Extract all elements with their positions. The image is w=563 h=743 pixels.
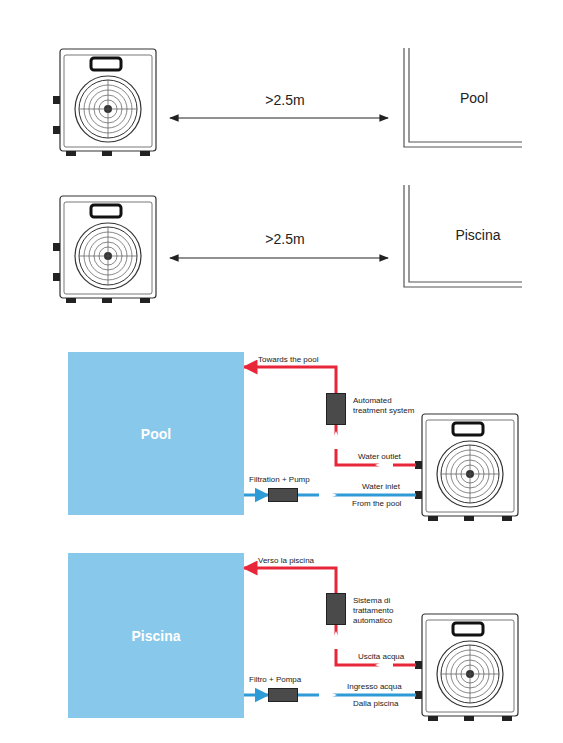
pipe-label: Water outlet bbox=[358, 452, 401, 461]
treatment-box: Sistema di trattamento automatico bbox=[326, 593, 346, 625]
filter-pump-box: Filtration + Pump bbox=[268, 488, 298, 502]
pipe-label: Ingresso acqua bbox=[347, 682, 402, 691]
outlet-pipe bbox=[336, 425, 416, 465]
pipe-connector bbox=[244, 494, 268, 497]
node-text: Sistema di trattamento automatico bbox=[353, 596, 417, 626]
flow-arrow bbox=[320, 494, 328, 497]
pipe-label: Water inlet bbox=[362, 482, 400, 491]
pipe-connector bbox=[244, 568, 336, 593]
pool-label: Pool bbox=[444, 90, 504, 106]
flow-arrow bbox=[320, 694, 328, 697]
inlet-pipe bbox=[298, 494, 416, 497]
pool-wall bbox=[404, 48, 522, 147]
node-text: Pool bbox=[141, 426, 171, 442]
pipe-label: Dalla piscina bbox=[353, 699, 398, 708]
pipe-connector bbox=[244, 694, 268, 697]
distance-label: >2.5m bbox=[235, 92, 335, 108]
pipe-label: From the pool bbox=[352, 499, 401, 508]
node-text: Filtro + Pompa bbox=[249, 675, 301, 684]
distance-arrow bbox=[170, 257, 388, 258]
flow-arrow bbox=[384, 464, 392, 467]
inlet-pipe bbox=[298, 694, 416, 697]
edge-label: Verso la piscina bbox=[258, 556, 314, 565]
pipe-label: Uscita acqua bbox=[358, 652, 404, 661]
pool-label: Piscina bbox=[438, 227, 518, 243]
node-text: Filtration + Pump bbox=[249, 475, 310, 484]
node-text: Piscina bbox=[131, 628, 180, 644]
flow-arrow bbox=[335, 440, 338, 448]
filter-pump-box: Filtro + Pompa bbox=[268, 688, 298, 702]
distance-label: >2.5m bbox=[235, 231, 335, 247]
node-text: Automated treatment system bbox=[353, 396, 417, 416]
pool-box: Pool bbox=[68, 352, 244, 515]
distance-arrow bbox=[170, 117, 388, 118]
treatment-box: Automated treatment system bbox=[326, 393, 346, 425]
heat-pump bbox=[53, 49, 156, 156]
heat-pump bbox=[53, 196, 156, 303]
edge-label: Towards the pool bbox=[258, 355, 318, 364]
pool-box: Piscina bbox=[68, 553, 244, 718]
pipe-connector bbox=[244, 367, 336, 393]
flow-arrow bbox=[384, 664, 392, 667]
outlet-pipe bbox=[336, 625, 416, 665]
heat-pump bbox=[415, 414, 518, 521]
heat-pump bbox=[415, 614, 518, 721]
pool-wall bbox=[404, 185, 522, 287]
flow-arrow bbox=[335, 640, 338, 648]
